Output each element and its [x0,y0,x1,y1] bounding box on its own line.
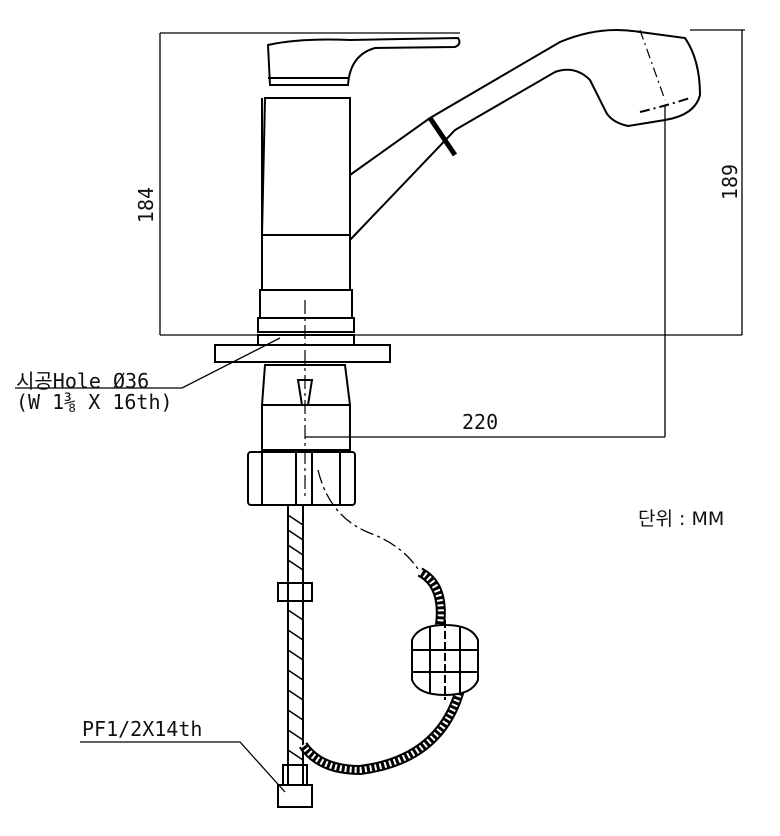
mounting-flange [214,344,391,363]
hole-label: 시공Hole Ø36 [16,369,150,393]
height-184-label: 184 [134,186,159,224]
thread-label: (W 1⅜ X 16th) [16,390,173,414]
faucet-body [260,97,351,236]
hose-connection-label: PF1/2X14th [82,717,203,741]
handle-lever [266,36,461,86]
hose-weight [411,620,479,700]
unit-label: 단위 : MM [638,508,725,530]
supply-hose [277,505,313,808]
spout [349,28,702,241]
lock-nut [247,451,356,506]
height-189-label: 189 [718,163,743,201]
reach-220-label: 220 [462,410,499,434]
